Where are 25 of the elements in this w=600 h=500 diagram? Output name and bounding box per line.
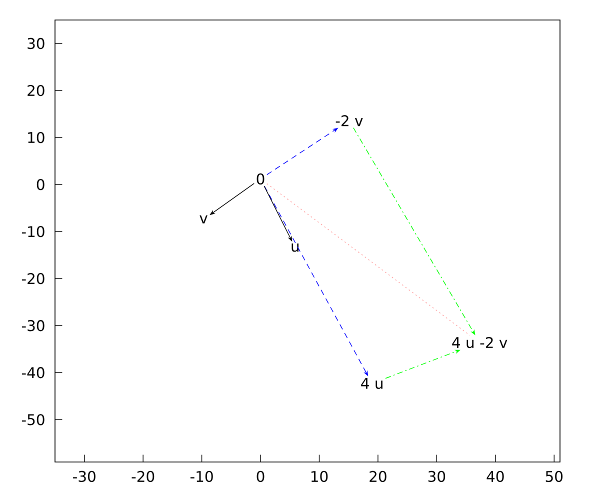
tick-label: 10 — [311, 470, 328, 482]
tick-label: 0 — [36, 178, 44, 190]
tick-label: 50 — [546, 470, 563, 482]
point-label: 4 u -2 v — [452, 336, 508, 348]
tick-label: 20 — [28, 84, 44, 96]
point-label: 4 u — [361, 378, 382, 389]
tick-label: -50 — [22, 414, 44, 426]
tick-label: -20 — [22, 273, 44, 284]
tick-label: -10 — [22, 226, 44, 238]
tick-label: -40 — [22, 367, 44, 378]
tick-label: -20 — [132, 470, 154, 482]
tick-label: -10 — [190, 470, 213, 482]
point-label: 0 — [256, 173, 264, 184]
guide-line — [266, 183, 470, 336]
tick-label: 0 — [256, 470, 264, 482]
tick-label: -30 — [73, 470, 96, 482]
tick-label: 20 — [370, 470, 386, 482]
point-label: u — [292, 243, 298, 252]
tick-label: 40 — [486, 470, 504, 482]
tick-label: 30 — [28, 38, 44, 50]
tick-label: 30 — [428, 470, 446, 482]
tick-label: -30 — [22, 320, 44, 332]
tick-label: 10 — [28, 132, 44, 144]
point-label: -2 v — [336, 115, 363, 126]
point-label: v — [200, 215, 208, 224]
